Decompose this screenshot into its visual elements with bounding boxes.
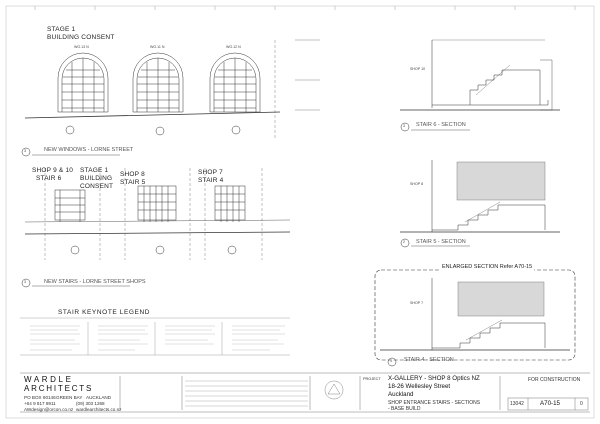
stair-label: STAIR 4 bbox=[198, 177, 224, 184]
firm-email: AWdesign@orcon.co.nz bbox=[24, 407, 74, 412]
view-number: 3 bbox=[24, 280, 26, 284]
firm-address: AUCKLAND bbox=[86, 395, 112, 400]
project-heading: PROJECT bbox=[363, 377, 381, 381]
job-number: 13042 bbox=[510, 401, 524, 407]
drawing-title: SHOP ENTRANCE STAIRS - SECTIONS bbox=[388, 400, 481, 406]
enlarged-section-label: ENLARGED SECTION Refer A70-15 bbox=[440, 264, 535, 271]
consultant-stamp bbox=[324, 380, 344, 400]
section-title: STAIR 6 - SECTION bbox=[416, 122, 466, 128]
window-stage-label: STAGE 1 bbox=[47, 26, 76, 33]
view-number: 1 bbox=[390, 359, 392, 363]
status-label: FOR CONSTRUCTION bbox=[528, 377, 581, 383]
arched-window bbox=[57, 52, 109, 113]
section-shop-label: SHOP 7 bbox=[410, 301, 424, 305]
view-number: 3 bbox=[24, 149, 26, 153]
window-tag: WG.12 N bbox=[226, 45, 241, 49]
view-title-stairs: NEW STAIRS - LORNE STREET SHOPS bbox=[44, 279, 146, 285]
stairs-elevation bbox=[21, 168, 291, 288]
keynote-legend-table bbox=[20, 317, 290, 356]
title-block-frame bbox=[20, 372, 590, 413]
section-title: STAIR 4 - SECTION bbox=[404, 357, 454, 363]
sheet-number: A70-15 bbox=[540, 400, 560, 407]
project-address: 18-26 Wellesley Street bbox=[388, 383, 451, 390]
stair-label: STAIR 5 bbox=[120, 179, 146, 186]
firm-address: GREEN BAY bbox=[56, 395, 83, 400]
view-title-windows: NEW WINDOWS - LORNE STREET bbox=[44, 147, 134, 153]
firm-name-line2: ARCHITECTS bbox=[24, 384, 94, 393]
window-consent-label: BUILDING CONSENT bbox=[47, 34, 115, 41]
section-stair-4 bbox=[374, 269, 576, 367]
stair-label: CONSENT bbox=[80, 183, 114, 190]
section-stair-6 bbox=[400, 39, 560, 132]
arched-window bbox=[209, 52, 261, 113]
stair-label: STAGE 1 bbox=[80, 167, 109, 174]
keynote-legend-title: STAIR KEYNOTE LEGEND bbox=[58, 309, 151, 316]
section-title: STAIR 5 - SECTION bbox=[416, 239, 466, 245]
arched-window bbox=[132, 52, 184, 113]
stair-label: SHOP 9 & 10 bbox=[32, 167, 74, 174]
grid-reference-marks bbox=[34, 6, 576, 10]
firm-website: wardlearchitects.co.nz bbox=[76, 407, 122, 412]
section-shop-label: SHOP 10 bbox=[410, 67, 426, 71]
firm-name: WARDLE bbox=[24, 375, 74, 384]
revision: 0 bbox=[580, 401, 583, 407]
window-tag: WG.11 N bbox=[150, 45, 165, 49]
stair-label: STAIR 6 bbox=[36, 175, 62, 182]
view-number: 2 bbox=[403, 240, 405, 244]
section-stair-5 bbox=[400, 160, 560, 248]
project-name: X-GALLERY - SHOP 8 Optics NZ bbox=[388, 375, 480, 382]
stair-label: SHOP 7 bbox=[198, 169, 223, 176]
window-tag: WG.13 N bbox=[74, 45, 89, 49]
project-city: Auckland bbox=[388, 391, 414, 398]
view-number: 3 bbox=[403, 124, 405, 128]
stair-label: SHOP 8 bbox=[120, 171, 145, 178]
firm-address: PO BOX 90146 bbox=[24, 395, 56, 400]
stair-label: BUILDING bbox=[80, 175, 113, 182]
windows-elevation bbox=[21, 39, 320, 157]
firm-phone: +64 9 817 8911 bbox=[24, 401, 56, 406]
firm-fax: (09) 303 1268 bbox=[76, 401, 105, 406]
sheet-border bbox=[5, 5, 595, 419]
drawing-title-line2: - BASE BUILD bbox=[388, 406, 421, 412]
section-shop-label: SHOP 8 bbox=[410, 182, 424, 186]
